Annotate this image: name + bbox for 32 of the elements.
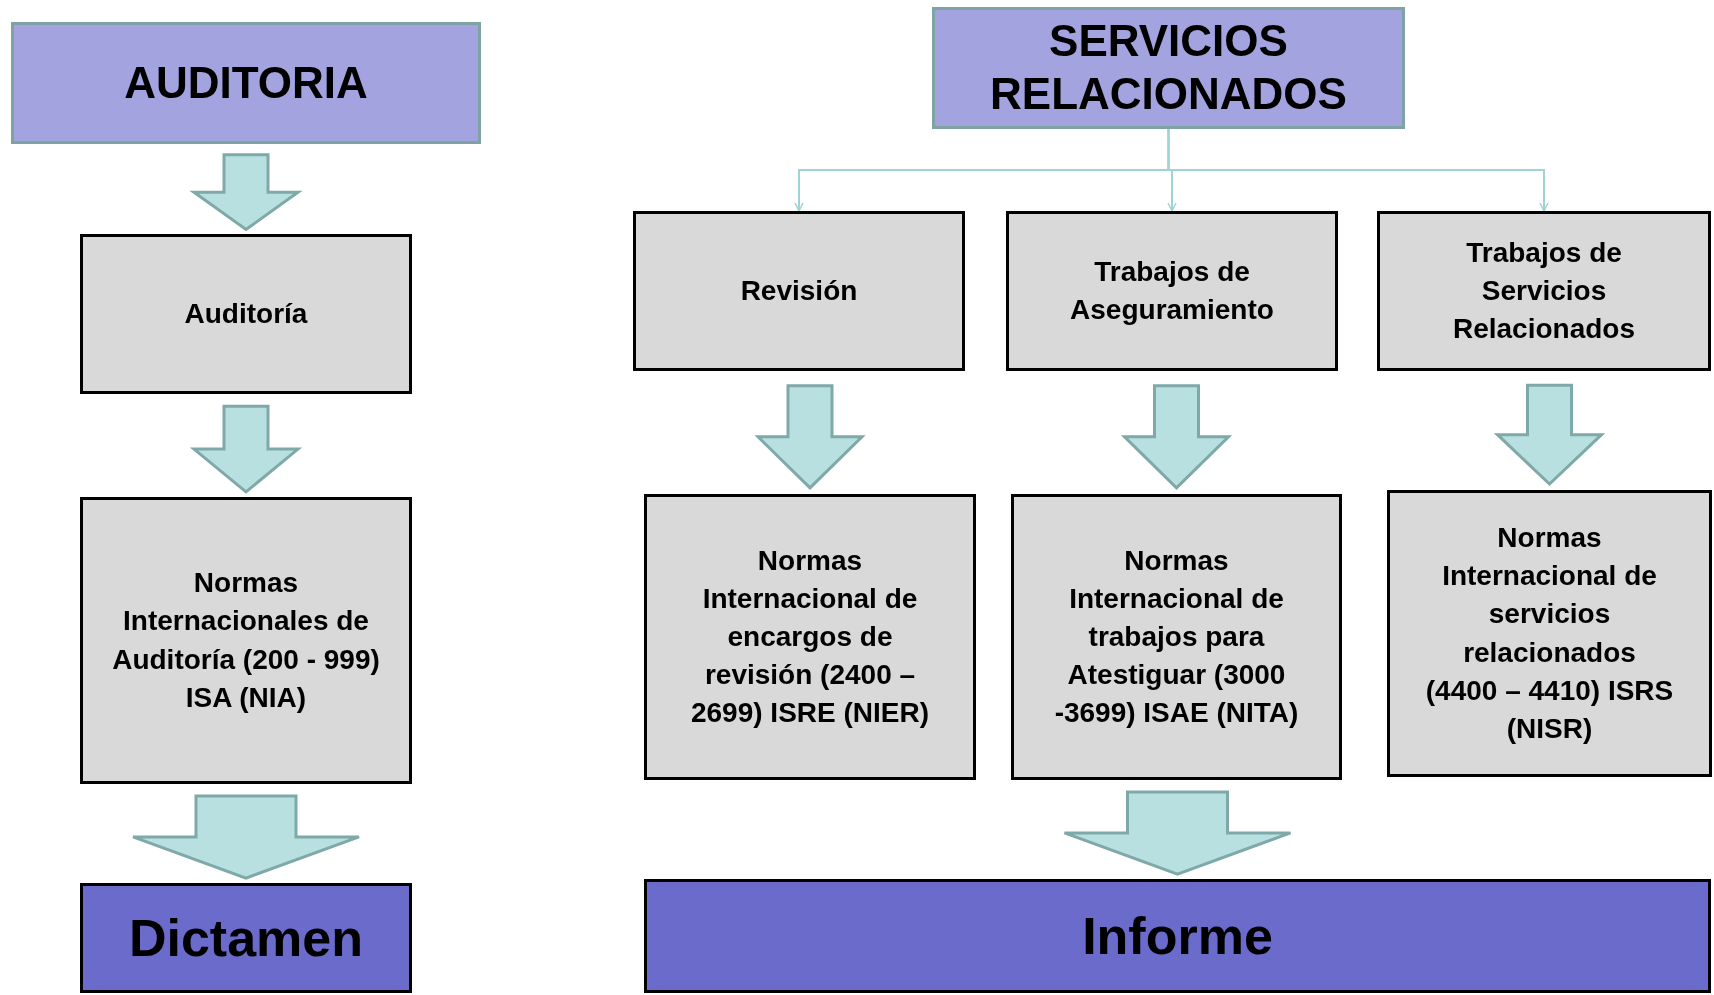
process-box (80, 497, 412, 784)
result-box (80, 883, 412, 993)
header-box (11, 22, 481, 144)
connector-arrow (1167, 128, 1549, 212)
box-label: Auditoría (184, 296, 308, 331)
process-box (1011, 494, 1342, 780)
box-label: Normas Internacional de encargos de revisión (2400 – 2699) ISRE (NIER) (689, 543, 931, 731)
block-arrow (754, 384, 866, 490)
result-box (644, 879, 1711, 993)
block-arrow (1493, 383, 1606, 487)
box-label: Normas Internacional de servicios relacionados (4400 – 4410) ISRS (NISR) (1424, 521, 1675, 746)
box-label: Normas Internacionales de Auditoría (200 - 999) ISA (NIA) (111, 566, 381, 715)
process-box (1377, 211, 1711, 371)
box-label: Dictamen (128, 908, 364, 968)
block-arrow (1120, 384, 1233, 490)
block-arrow (189, 404, 303, 494)
header-box (932, 7, 1405, 129)
box-label: Revisión (740, 273, 858, 308)
block-arrow (1063, 790, 1292, 876)
process-box (633, 211, 965, 371)
box-label: AUDITORIA (124, 56, 368, 109)
process-box (1006, 211, 1338, 371)
process-box (644, 494, 976, 780)
box-label: Normas Internacional de trabajos para Atestiguar (3000 -3699) ISAE (NITA) (1053, 543, 1300, 731)
box-label: Trabajos de Aseguramiento (1069, 254, 1275, 327)
block-arrow (189, 153, 303, 232)
box-label: Trabajos de Servicios Relacionados (1451, 235, 1637, 347)
box-label: SERVICIOS RELACIONADOS (989, 15, 1348, 120)
process-box (1387, 490, 1712, 777)
process-box (80, 234, 412, 394)
box-label: Informe (1082, 906, 1273, 966)
block-arrow (131, 794, 361, 880)
